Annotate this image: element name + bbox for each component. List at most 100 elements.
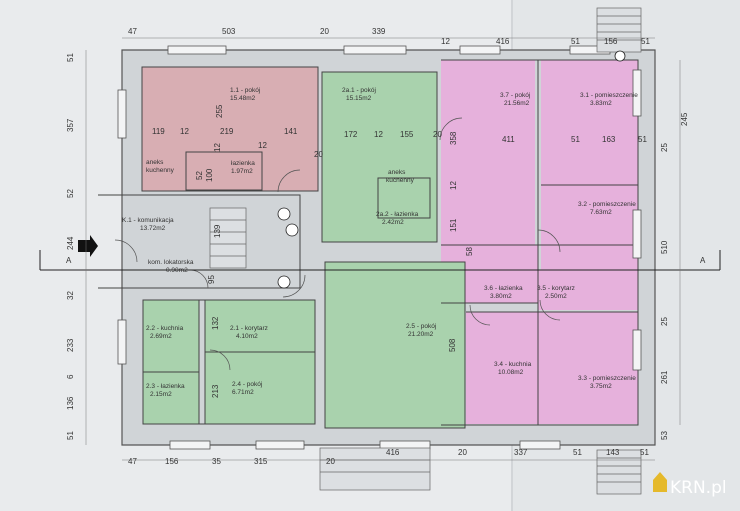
dim-bottom-4: 20 [326,457,335,466]
dims-left: 51 357 52 244 32 233 6 136 51 [66,53,75,440]
room-2-2-area: 2.69m2 [150,333,172,340]
dim-top-1: 503 [222,27,236,36]
aneks-2-sub: kuchenny [386,177,415,184]
room-3-7-name: 3.7 - pokój [500,92,530,99]
dim-bottom-7: 337 [514,448,528,457]
dims-top: 47 503 20 339 12 416 51 156 51 [128,27,650,46]
dim-inner-26: 508 [448,338,457,352]
room-3-2-name: 3.2 - pomieszczenie [578,201,636,208]
dim-inner-7: 100 [205,168,214,182]
dim-inner-6: 52 [195,171,204,180]
room-2-1-name: 2.1 - korytarz [230,325,268,332]
dim-bottom-5: 416 [386,448,400,457]
dim-inner-23: 95 [207,275,216,284]
dim-inner-11: 12 [374,130,383,139]
aneks-1-name: aneks [146,159,164,166]
room-3-5-fill [538,270,638,310]
room-k-1-name: K.1 - komunikacja [122,217,174,224]
dim-inner-4: 255 [215,104,224,118]
dim-inner-20: 151 [449,218,458,232]
bath-1-2-area: 1.97m2 [231,168,253,175]
dim-right-5: 53 [660,431,669,440]
dim-left-1: 357 [66,118,75,132]
dim-inner-17: 163 [602,135,616,144]
watermark-text: KRN.pl [670,478,727,498]
dim-inner-0: 119 [152,127,165,136]
dim-inner-9: 20 [314,150,323,159]
dim-top-7: 156 [604,37,618,46]
dim-inner-3: 141 [284,127,298,136]
dimension-lines [85,37,681,461]
room-3-3-area: 3.75m2 [590,383,612,390]
dim-bottom-1: 156 [165,457,179,466]
section-label-left: A [66,256,72,265]
room-3-1-fill [541,60,638,185]
room-3-1-name: 3.1 - pomieszczenie [580,92,638,99]
aneks-1-sub: kuchenny [146,167,175,174]
room-3-6-name: 3.6 - łazienka [484,285,523,292]
axis-markers [277,50,626,289]
dim-inner-12: 155 [400,130,414,139]
room-1-1-name: 1.1 - pokój [230,87,260,94]
dim-left-7: 136 [66,396,75,410]
room-2-5-fill [325,262,465,428]
bath-1-2-name: łazienka [231,160,255,167]
room-3-5-area: 2.50m2 [545,293,567,300]
dim-inner-8: 12 [213,143,222,152]
room-3-3-fill [536,312,638,424]
dim-top-6: 51 [571,37,580,46]
dim-top-2: 20 [320,27,329,36]
room-3-6-area: 3.80m2 [490,293,512,300]
dim-inner-5: 12 [258,141,267,150]
dim-bottom-8: 51 [573,448,582,457]
dim-right-2: 510 [660,240,669,254]
room-3-1-area: 3.83m2 [590,100,612,107]
dim-bottom-2: 35 [212,457,221,466]
dim-inner-22: 139 [213,224,222,238]
room-k-1-area: 13.72m2 [140,225,166,232]
dim-inner-21: 58 [465,247,474,256]
dim-inner-24: 132 [211,316,220,330]
room-2-2-3-fill [143,300,199,424]
dims-right: 245 25 510 25 261 53 [660,112,689,440]
room-3-2-fill [541,185,638,270]
dim-inner-2: 219 [220,127,234,136]
watermark: KRN.pl [653,472,727,498]
dim-top-4: 12 [441,37,450,46]
dim-left-6: 6 [66,374,75,379]
dim-bottom-9: 143 [606,448,620,457]
room-2-4-name: 2.4 - pokój [232,381,262,388]
room-kom-area: 0.90m2 [166,267,188,274]
room-labels: 1.1 - pokój 15.48m2 2a.1 - pokój 15.15m2… [122,87,638,398]
dim-left-8: 51 [66,431,75,440]
dims-inner: 119 12 219 141 255 12 52 100 12 20 172 1… [152,104,647,398]
section-label-right: A [700,256,706,265]
stairs [209,7,642,495]
room-3-7-fill [441,60,535,245]
room-3-7-area: 21.56m2 [504,100,530,107]
dim-inner-18: 51 [638,135,647,144]
dim-right-0: 245 [680,112,689,126]
dim-inner-14: 358 [449,131,458,145]
room-kom-name: kom. lokatorska [148,259,194,266]
dim-inner-25: 213 [211,384,220,398]
dim-right-3: 25 [660,317,669,326]
dim-inner-16: 51 [571,135,580,144]
windows [117,45,642,450]
dim-right-4: 261 [660,370,669,384]
room-3-4-fill [466,312,536,424]
dim-inner-10: 172 [344,130,358,139]
dim-bottom-10: 51 [640,448,649,457]
room-3-4-name: 3.4 - kuchnia [494,361,532,368]
room-2-4-area: 6.71m2 [232,389,254,396]
dim-right-1: 25 [660,143,669,152]
house-logo-icon [653,472,667,492]
dim-top-3: 339 [372,27,386,36]
room-2-5-area: 21.20m2 [408,331,434,338]
room-3-4-area: 10.08m2 [498,369,524,376]
dim-inner-15: 411 [502,135,515,144]
dim-bottom-3: 315 [254,457,268,466]
dim-left-5: 233 [66,338,75,352]
dim-top-8: 51 [641,37,650,46]
